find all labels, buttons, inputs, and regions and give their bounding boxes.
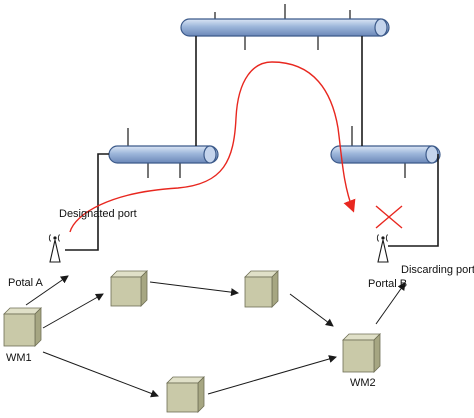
designated-port-label: Designated port <box>59 208 137 220</box>
arrowhead-icon <box>42 293 104 329</box>
left-bus-to-portal-a <box>65 153 109 251</box>
arrowhead-icon <box>375 282 406 325</box>
right-bus-to-portal-b <box>388 154 439 247</box>
portal-a-label: Potal A <box>8 277 44 289</box>
portal-b-label: Portal B <box>368 278 407 290</box>
top-bus-end <box>374 18 388 37</box>
right-bus-end <box>425 145 439 164</box>
left-bus <box>108 128 219 178</box>
mesh-node <box>244 270 279 308</box>
arrowhead-icon <box>25 275 69 306</box>
portal-b-antenna-icon <box>376 234 389 263</box>
right-bus-body <box>330 145 441 164</box>
left-bus-body <box>108 145 219 164</box>
mesh-node-wm1 <box>3 307 42 347</box>
right-bus <box>330 126 441 178</box>
arrowhead-icon <box>289 293 334 327</box>
mesh-node <box>166 376 205 413</box>
mesh-node <box>110 270 148 307</box>
discarding-port-label: Discarding port <box>401 264 474 276</box>
portal-a-antenna-icon <box>48 234 61 263</box>
wm2-label: WM2 <box>350 377 376 389</box>
mesh-node-wm2 <box>342 333 381 373</box>
arrowhead-icon <box>149 281 239 297</box>
top-bus <box>180 4 390 50</box>
arrowhead-icon <box>207 355 337 395</box>
broadcast-path <box>69 61 356 233</box>
blocked-x-icon <box>375 205 403 229</box>
left-bus-end <box>203 145 217 164</box>
top-bus-body <box>180 18 390 37</box>
wm1-label: WM1 <box>6 352 32 364</box>
arrowhead-icon <box>42 351 159 398</box>
